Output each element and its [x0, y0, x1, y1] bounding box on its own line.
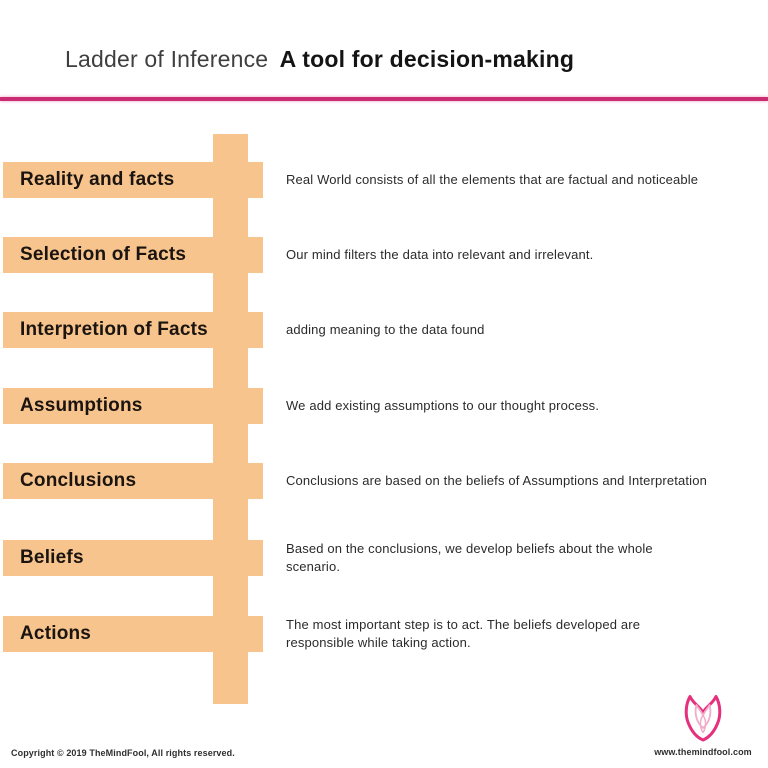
rung-description: adding meaning to the data found: [286, 322, 485, 337]
rung-label: Reality and facts: [20, 169, 175, 190]
ladder-rung: Actions: [3, 616, 263, 652]
rung-label: Conclusions: [20, 470, 137, 491]
rung-label: Interpretion of Facts: [20, 319, 208, 340]
ladder-row: Beliefs Based on the conclusions, we dev…: [0, 540, 768, 576]
rung-description: Conclusions are based on the beliefs of …: [286, 473, 707, 488]
rung-description: Our mind filters the data into relevant …: [286, 247, 594, 262]
ladder-row: Reality and facts Real World consists of…: [0, 162, 768, 198]
ladder-rung: Beliefs: [3, 540, 263, 576]
rung-description: We add existing assumptions to our thoug…: [286, 398, 600, 413]
page-title: Ladder of Inference A tool for decision-…: [65, 44, 574, 74]
ladder-rung: Conclusions: [3, 463, 263, 499]
tulip-icon: [684, 695, 722, 742]
rung-description: Based on the conclusions, we develop bel…: [286, 541, 653, 574]
rung-label: Actions: [20, 623, 92, 644]
ladder-rung: Interpretion of Facts: [3, 312, 263, 348]
page-title-bold: A tool for decision-making: [279, 46, 575, 72]
ladder-row: Interpretion of Facts adding meaning to …: [0, 312, 768, 348]
rung-description: The most important step is to act. The b…: [286, 617, 641, 650]
rung-label: Beliefs: [20, 547, 84, 568]
ladder-row: Assumptions We add existing assumptions …: [0, 388, 768, 424]
ladder-row: Selection of Facts Our mind filters the …: [0, 237, 768, 273]
website-text: www.themindfool.com: [654, 747, 752, 757]
ladder-row: Conclusions Conclusions are based on the…: [0, 463, 768, 499]
title-divider: [0, 97, 768, 101]
ladder-row: Actions The most important step is to ac…: [0, 616, 768, 652]
rung-label: Selection of Facts: [20, 244, 187, 265]
ladder-rung: Reality and facts: [3, 162, 263, 198]
page-title-light: Ladder of Inference: [65, 46, 269, 72]
ladder-rung: Assumptions: [3, 388, 263, 424]
copyright-text: Copyright © 2019 TheMindFool, All rights…: [11, 748, 235, 758]
rung-label: Assumptions: [20, 395, 143, 416]
rung-description: Real World consists of all the elements …: [286, 172, 699, 187]
ladder-rung: Selection of Facts: [3, 237, 263, 273]
brand-block: www.themindfool.com: [643, 691, 763, 757]
